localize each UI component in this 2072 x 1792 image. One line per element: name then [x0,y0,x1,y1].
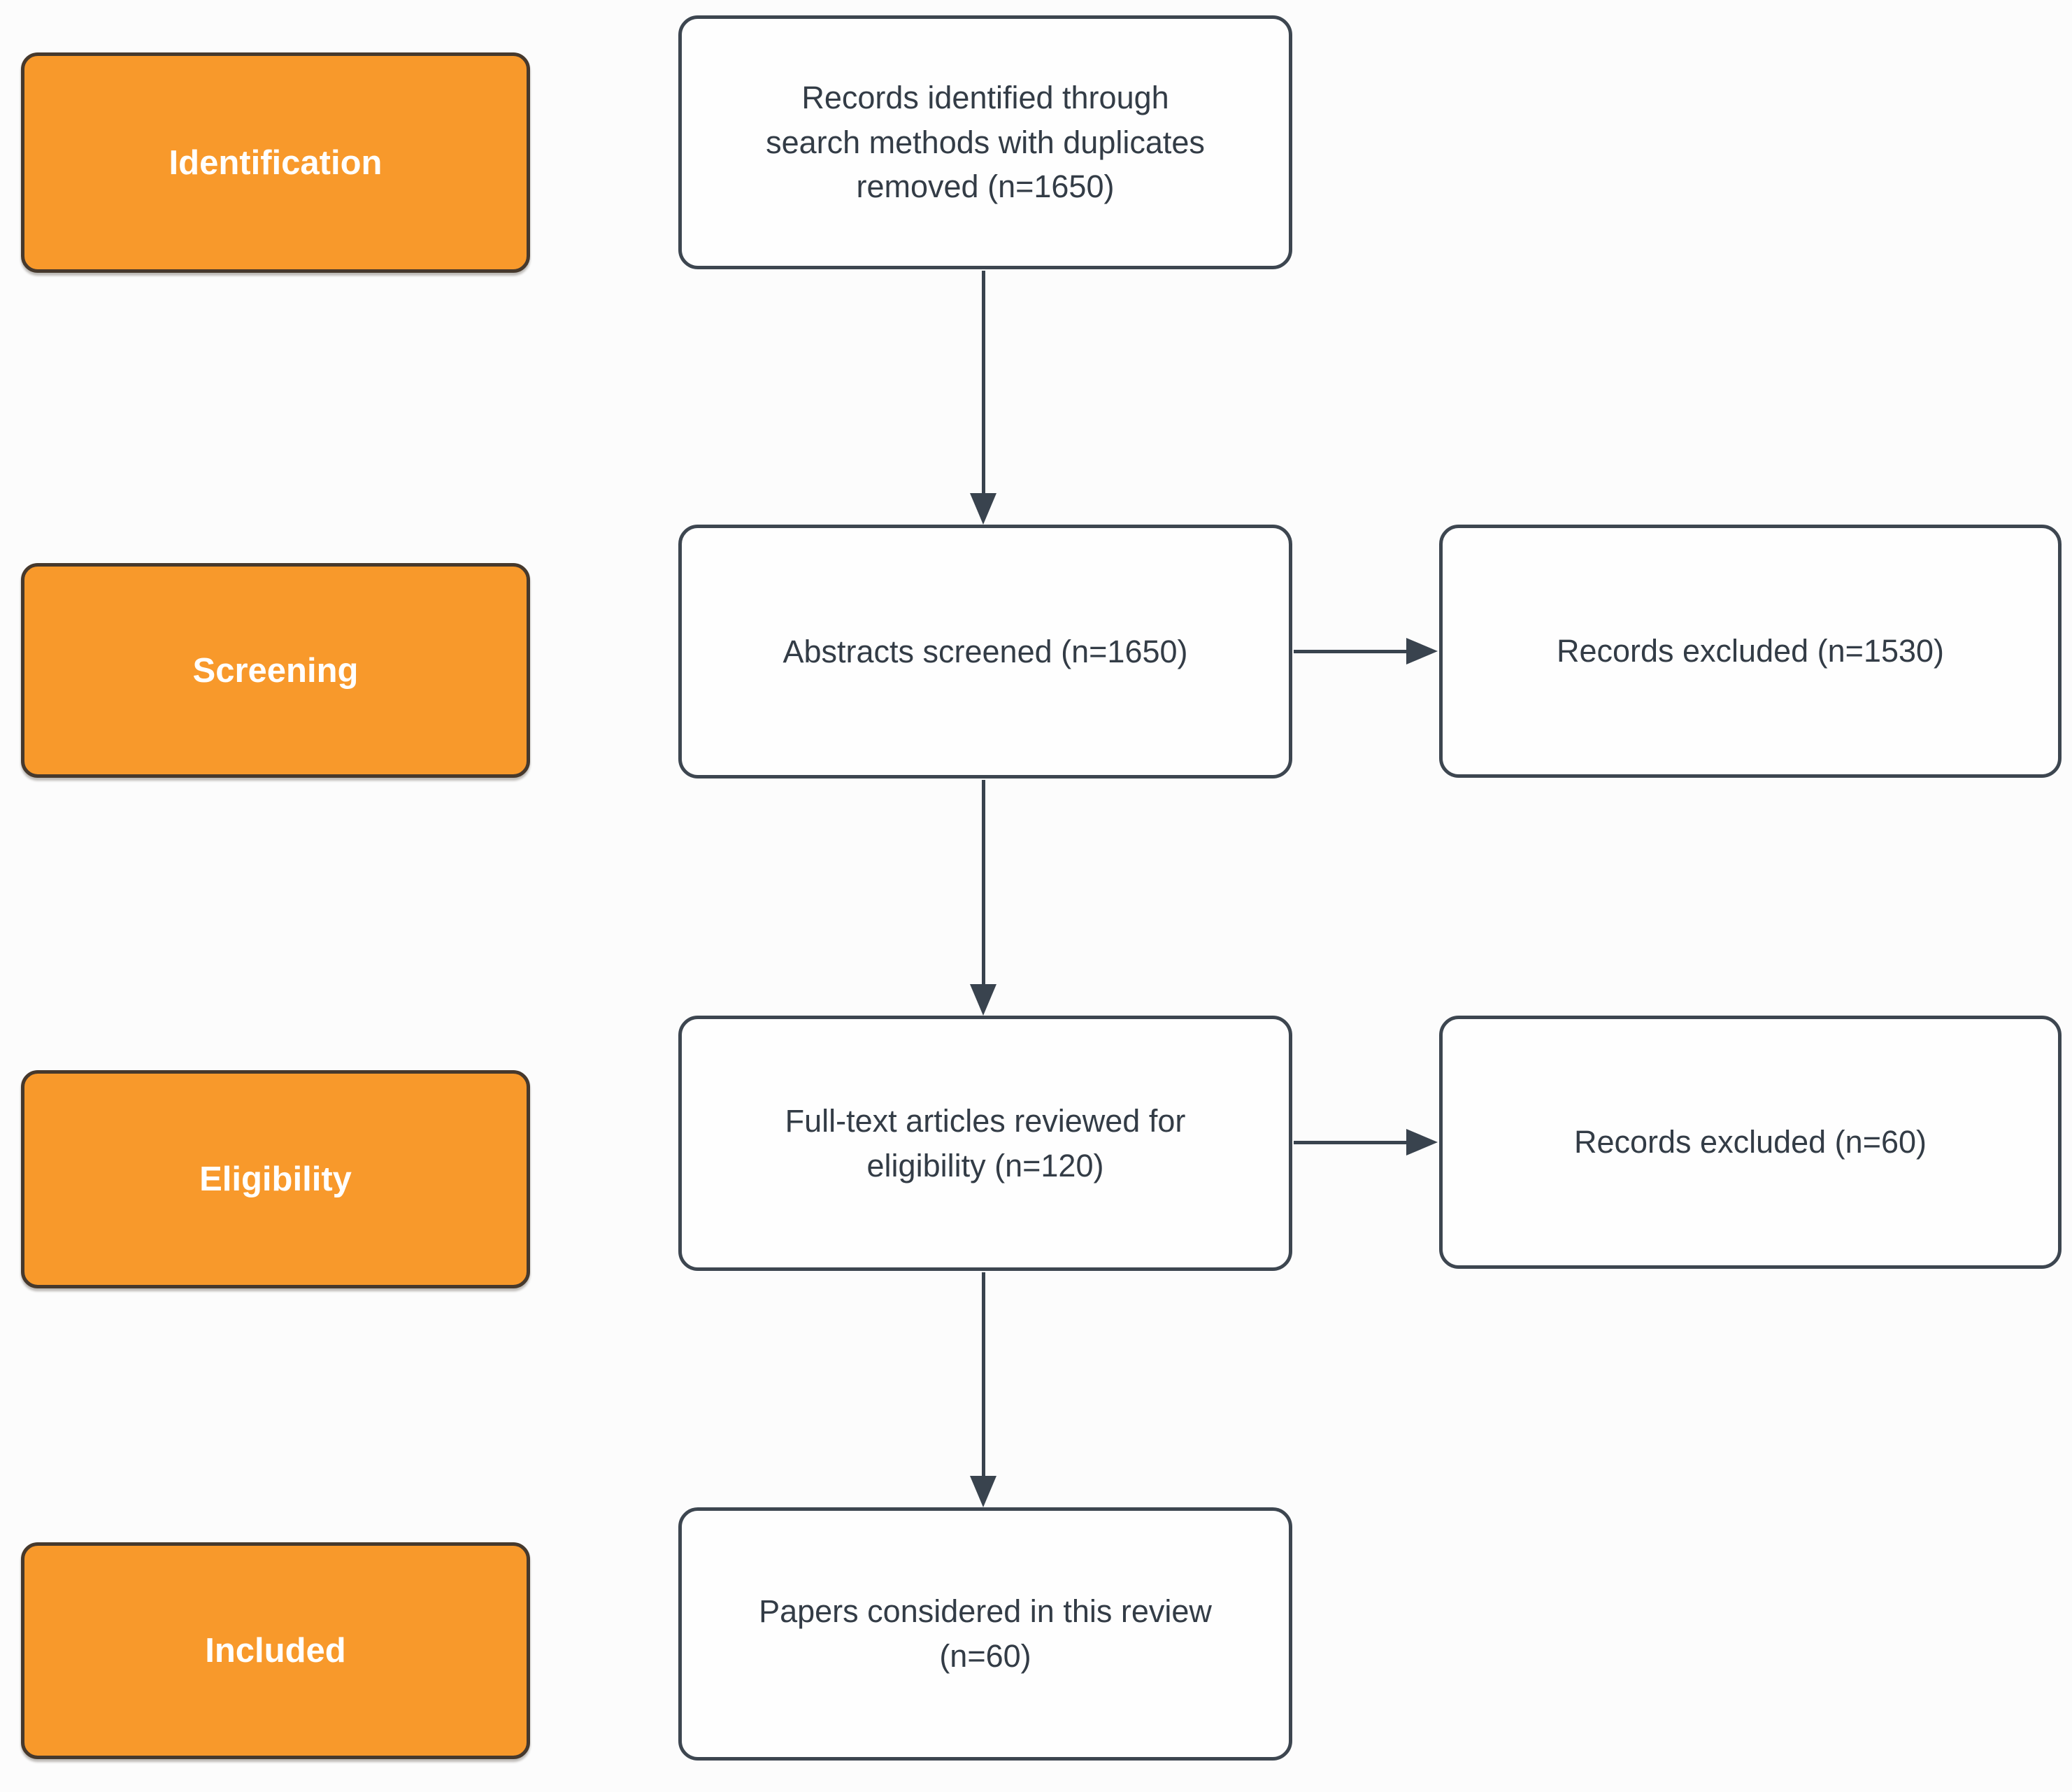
process-box-fulltext-reviewed-text: Full-text articles reviewed for eligibil… [785,1102,1186,1183]
process-box-records-identified: Records identified through search method… [678,15,1292,269]
arrow-identified-to-screened [969,271,997,525]
excluded-box-eligibility: Records excluded (n=60) [1439,1016,2062,1269]
process-box-records-identified-text: Records identified through search method… [766,79,1205,205]
arrow-shaft [1294,1140,1406,1144]
stage-label-included: Included [205,1632,346,1670]
arrow-right-head-icon [1406,1129,1438,1155]
arrow-screened-to-excluded [1294,637,1438,665]
arrow-down-head-icon [970,984,996,1016]
arrow-shaft [981,271,985,493]
stage-box-screening: Screening [21,563,530,778]
arrow-fulltext-to-included [969,1272,997,1507]
process-box-papers-included: Papers considered in this review (n=60) [678,1507,1292,1761]
stage-box-included: Included [21,1542,530,1759]
arrow-shaft [981,1272,985,1476]
arrow-fulltext-to-excluded [1294,1128,1438,1156]
excluded-box-screening: Records excluded (n=1530) [1439,525,2062,778]
process-box-abstracts-screened-text: Abstracts screened (n=1650) [783,633,1188,669]
excluded-box-screening-text: Records excluded (n=1530) [1556,633,1945,669]
stage-box-eligibility: Eligibility [21,1070,530,1288]
process-box-papers-included-text: Papers considered in this review (n=60) [759,1593,1212,1674]
arrow-down-head-icon [970,493,996,525]
stage-box-identification: Identification [21,52,530,273]
arrow-right-head-icon [1406,638,1438,664]
stage-label-identification: Identification [169,143,383,182]
process-box-abstracts-screened: Abstracts screened (n=1650) [678,525,1292,778]
arrow-screened-to-fulltext [969,780,997,1016]
excluded-box-eligibility-text: Records excluded (n=60) [1573,1124,1927,1160]
process-box-fulltext-reviewed: Full-text articles reviewed for eligibil… [678,1016,1292,1271]
stage-label-eligibility: Eligibility [199,1160,352,1198]
arrow-shaft [1294,649,1406,653]
arrow-shaft [981,780,985,984]
arrow-down-head-icon [970,1476,996,1507]
stage-label-screening: Screening [192,651,359,690]
